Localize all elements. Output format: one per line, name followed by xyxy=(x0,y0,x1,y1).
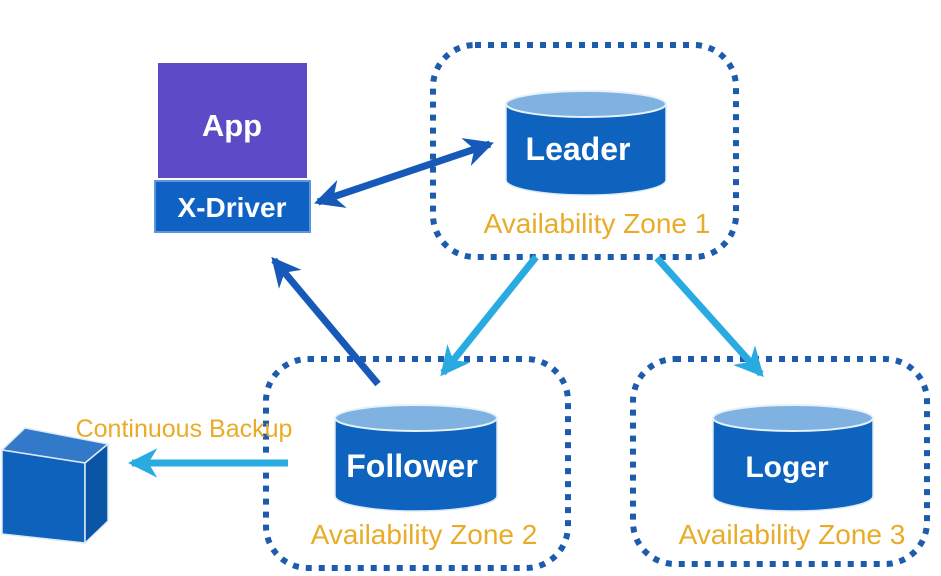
arrow-leader-to-follower xyxy=(440,254,539,377)
xdriver-label: X-Driver xyxy=(178,192,287,223)
follower-cylinder-body xyxy=(334,417,498,512)
cube-front-face xyxy=(1,449,86,544)
zone-2-label: Availability Zone 2 xyxy=(311,519,538,550)
leader-cylinder-body xyxy=(505,103,667,196)
leader-database-icon: Leader xyxy=(505,90,667,196)
follower-label: Follower xyxy=(346,448,478,484)
app-box xyxy=(158,63,307,178)
loger-label: Loger xyxy=(745,451,829,484)
leader-cylinder-top xyxy=(505,90,667,118)
zone-1-dashed-border xyxy=(430,42,739,260)
arrow-xdriver-leader-bidirectional xyxy=(314,138,494,208)
arrow-leader-to-loger xyxy=(654,255,764,378)
availability-zone-3: Loger Availability Zone 3 xyxy=(630,356,930,567)
zone-3-label: Availability Zone 3 xyxy=(679,519,906,550)
xdriver-box xyxy=(154,180,311,233)
follower-cylinder-top xyxy=(334,404,498,432)
backup-storage-cube-icon xyxy=(0,427,110,545)
zone-3-dashed-border xyxy=(630,356,930,567)
loger-cylinder-top xyxy=(712,404,874,432)
app-label: App xyxy=(202,108,262,143)
leader-label: Leader xyxy=(526,131,631,167)
availability-zone-2: Follower Availability Zone 2 xyxy=(263,356,571,571)
follower-database-icon: Follower xyxy=(334,404,498,512)
app-component: App X-Driver xyxy=(154,63,311,233)
cube-right-face xyxy=(84,442,109,545)
loger-cylinder-body xyxy=(712,417,874,512)
continuous-backup-label: Continuous Backup xyxy=(76,415,293,443)
loger-database-icon: Loger xyxy=(712,404,874,512)
arrow-follower-to-xdriver xyxy=(271,256,381,387)
zone-1-label: Availability Zone 1 xyxy=(484,208,711,239)
availability-zone-1: Leader Availability Zone 1 xyxy=(430,42,739,260)
